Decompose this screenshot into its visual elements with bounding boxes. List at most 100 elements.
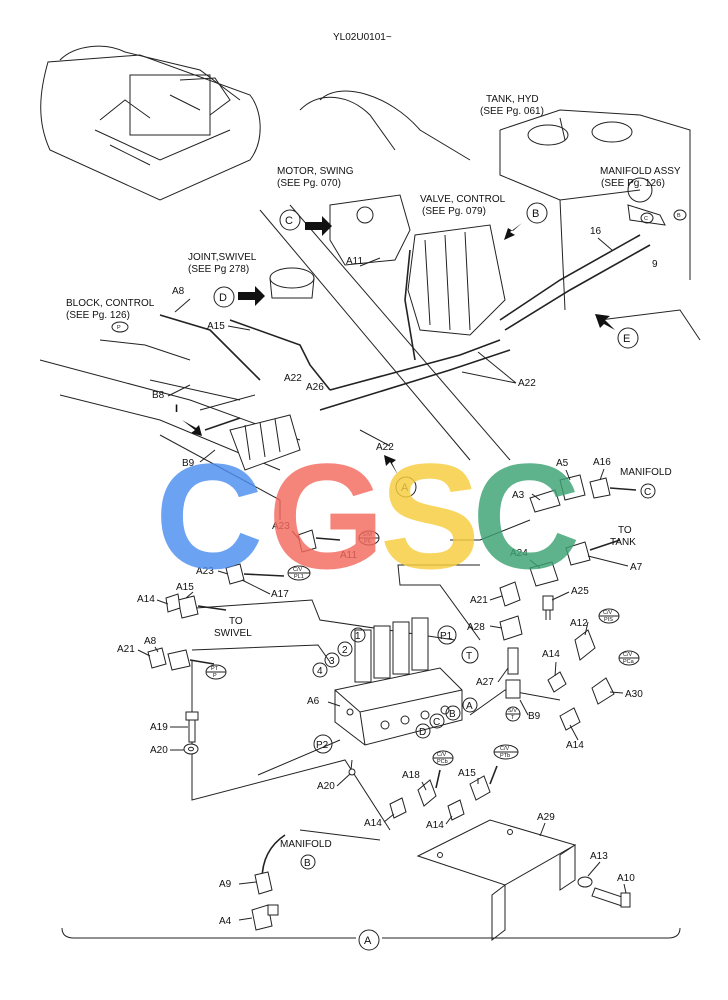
label-a7: A7 xyxy=(630,562,643,573)
svg-text:T: T xyxy=(466,651,472,662)
swivel-joint-sketch xyxy=(269,267,315,299)
elbow-a28 xyxy=(499,615,523,641)
bolt-a10 xyxy=(591,887,631,908)
svg-text:P1: P1 xyxy=(440,631,453,642)
control-block-assembly xyxy=(229,414,301,471)
tag-pt-p: PT P xyxy=(205,664,227,680)
tag-cv-pis: C/V PIS xyxy=(598,608,620,624)
view-marker-a-center: A xyxy=(384,455,417,498)
svg-text:E: E xyxy=(623,333,630,345)
svg-text:C/V: C/V xyxy=(437,752,447,758)
svg-text:D: D xyxy=(219,292,227,304)
control-valve-sketch xyxy=(407,224,506,336)
sensor-a25 xyxy=(542,595,554,620)
callout-block-line1: BLOCK, CONTROL xyxy=(66,298,155,309)
callout-joint-line2: (SEE Pg 278) xyxy=(188,264,249,275)
port-marker-t: T xyxy=(461,646,479,664)
machine-frame-lines xyxy=(39,90,701,471)
svg-text:C: C xyxy=(433,717,440,728)
machine-overview-sketch xyxy=(40,45,261,201)
callout-motor-line1: MOTOR, SWING xyxy=(277,166,354,177)
label-a27: A27 xyxy=(476,677,494,688)
label-a15-lower: A15 xyxy=(176,582,194,593)
bolt-a19 xyxy=(185,711,199,743)
label-b9-lower: B9 xyxy=(528,711,541,722)
diagram-code: YL02U0101~ xyxy=(333,32,392,43)
svg-text:4: 4 xyxy=(317,666,323,677)
label-a22-right: A22 xyxy=(518,378,536,389)
washer-a13 xyxy=(577,876,593,888)
label-a8-upper: A8 xyxy=(172,286,185,297)
svg-text:C: C xyxy=(285,215,293,227)
label-a14-left: A14 xyxy=(137,594,155,605)
fitting-a27 xyxy=(505,647,521,699)
label-a14-bottom-right: A14 xyxy=(426,820,444,831)
svg-text:P2: P2 xyxy=(316,740,329,751)
label-a8-lower: A8 xyxy=(144,636,157,647)
svg-text:B: B xyxy=(532,208,539,220)
port-marker-d: D xyxy=(415,723,431,739)
label-a23-upper: A23 xyxy=(272,521,290,532)
svg-text:PL1: PL1 xyxy=(294,574,304,580)
svg-text:C: C xyxy=(644,216,648,222)
svg-text:S/M: S/M xyxy=(362,532,372,538)
svg-text:B: B xyxy=(677,213,681,219)
fitting-a14-right-upper xyxy=(547,671,567,693)
fitting-a5 xyxy=(559,474,586,501)
svg-text:PCb: PCb xyxy=(437,759,448,765)
fitting-a14-bottom-left xyxy=(389,797,407,819)
label-a11-lower: A11 xyxy=(340,550,357,561)
svg-text:B: B xyxy=(449,709,456,720)
svg-text:I: I xyxy=(175,403,178,415)
hose-a18 xyxy=(417,769,441,807)
svg-text:C: C xyxy=(644,487,651,498)
label-a25: A25 xyxy=(571,586,589,597)
svg-text:P: P xyxy=(117,325,121,331)
svg-text:C/V: C/V xyxy=(293,567,303,573)
tag-cv-pca: C/V PCa xyxy=(618,650,640,666)
svg-text:PCa: PCa xyxy=(623,659,635,665)
main-control-block-a6 xyxy=(334,617,463,746)
label-a30: A30 xyxy=(625,689,643,700)
label-a17: A17 xyxy=(271,589,289,600)
label-to-swivel-line2: SWIVEL xyxy=(214,628,252,639)
svg-text:PTb: PTb xyxy=(500,753,510,759)
hose-a17 xyxy=(225,563,285,585)
svg-text:2: 2 xyxy=(342,645,348,656)
port-marker-b: B xyxy=(445,705,461,721)
label-b9-upper: B9 xyxy=(182,458,195,469)
label-a26: A26 xyxy=(306,382,324,393)
port-marker-3: 3 xyxy=(324,652,340,668)
svg-text:1: 1 xyxy=(355,631,361,642)
svg-text:A: A xyxy=(466,701,473,712)
port-marker-p2: P2 xyxy=(313,734,333,754)
callout-manifold-line2: (SEE Pg. 126) xyxy=(601,178,665,189)
manifold-b-bottom-marker: B xyxy=(300,854,316,870)
fitting-a3 xyxy=(529,489,561,513)
svg-text:C/V: C/V xyxy=(603,610,613,616)
callout-joint-line1: JOINT,SWIVEL xyxy=(188,252,257,263)
hose-a15-lower xyxy=(177,595,227,619)
label-a4: A4 xyxy=(219,916,232,927)
port-marker-1: 1 xyxy=(350,627,366,643)
callout-tank-line1: TANK, HYD xyxy=(486,94,539,105)
watermark-letter-2: G xyxy=(268,432,385,600)
hose-a8-lower xyxy=(147,647,215,671)
svg-text:B: B xyxy=(304,858,311,869)
fitting-a24 xyxy=(529,561,559,587)
tag-cv-ptb: C/V PTb xyxy=(493,744,519,760)
label-a10: A10 xyxy=(617,873,635,884)
watermark-letter-1: C xyxy=(155,432,263,600)
label-a19: A19 xyxy=(150,722,168,733)
view-marker-d: D xyxy=(213,286,265,308)
manifold-c-marker-right: C xyxy=(640,483,656,499)
tag-cv-pl1: C/V PL1 xyxy=(287,565,311,581)
label-a6: A6 xyxy=(307,696,320,707)
watermark-letter-4: C xyxy=(472,432,580,600)
port-p-marker-upper: P xyxy=(111,321,129,333)
label-a13: A13 xyxy=(590,851,608,862)
label-a24: A24 xyxy=(510,548,528,559)
svg-text:PT: PT xyxy=(211,666,219,672)
label-to-swivel-line1: TO xyxy=(229,616,243,627)
label-16: 16 xyxy=(590,226,602,237)
